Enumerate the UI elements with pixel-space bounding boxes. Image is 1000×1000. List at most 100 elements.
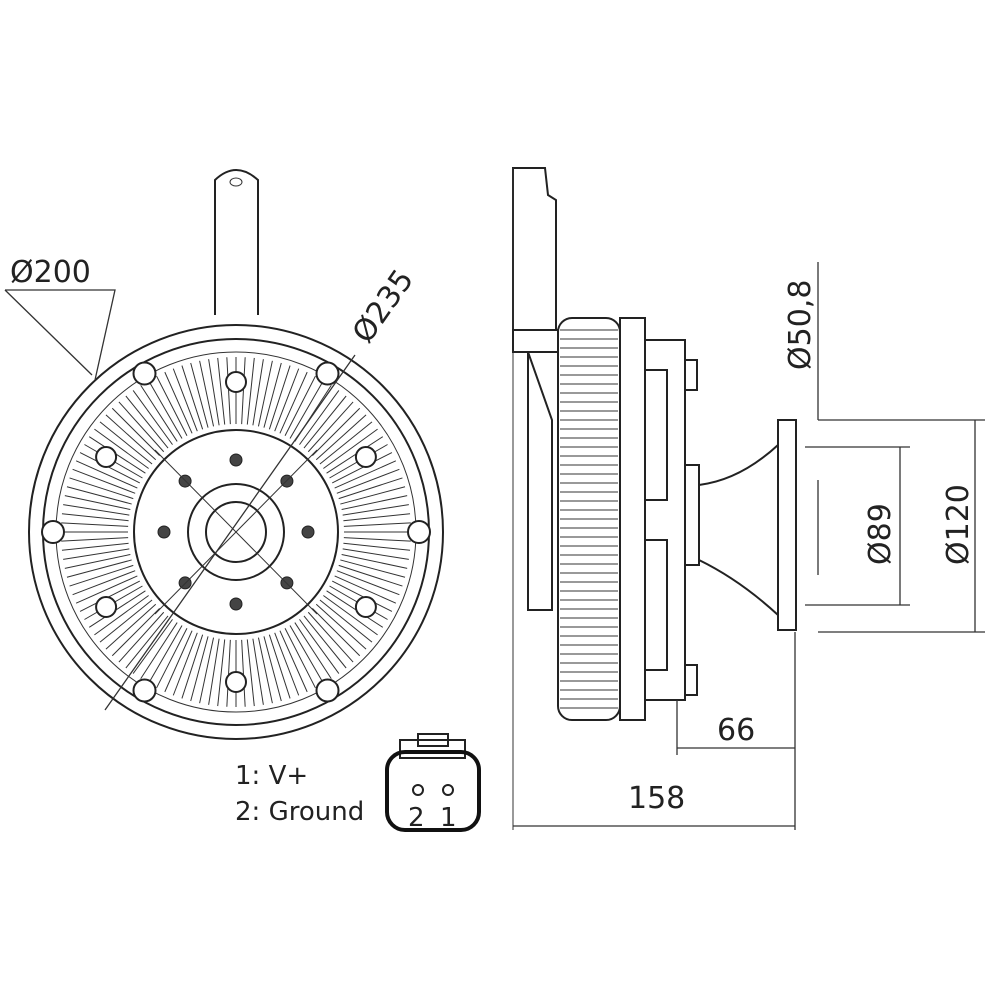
fin <box>257 637 273 704</box>
fin <box>190 362 209 428</box>
fin <box>263 636 282 702</box>
fin <box>63 548 130 560</box>
fin <box>208 638 220 705</box>
fin <box>125 615 169 669</box>
fin <box>252 638 264 705</box>
fin <box>66 559 132 578</box>
fin <box>118 611 165 663</box>
fin <box>332 580 393 612</box>
pin-2-label: 2: Ground <box>235 797 364 827</box>
fin <box>263 362 282 428</box>
fin <box>172 368 198 432</box>
fin <box>79 580 140 612</box>
fin <box>156 375 188 436</box>
balance-weight <box>132 678 157 703</box>
fin <box>289 625 324 684</box>
balance-weight <box>315 361 340 386</box>
fin <box>340 486 406 505</box>
fin <box>289 380 324 439</box>
fin <box>132 619 173 674</box>
balance-weight <box>407 520 431 544</box>
fin <box>319 421 373 465</box>
fin <box>181 365 204 430</box>
fin <box>279 371 308 434</box>
fin <box>75 575 138 604</box>
fin <box>342 548 409 560</box>
fin <box>341 495 408 511</box>
fin <box>332 452 393 484</box>
fin <box>338 477 403 500</box>
bolt <box>95 446 118 468</box>
fin <box>326 436 384 474</box>
fin <box>334 460 397 489</box>
fin <box>61 542 129 551</box>
fin <box>326 590 384 628</box>
dia-50-8-label: Ø50,8 <box>783 280 818 370</box>
fin <box>252 359 264 426</box>
bolt <box>354 596 377 618</box>
fin <box>312 608 361 657</box>
balance-weight <box>132 361 157 386</box>
dim-66-label: 66 <box>717 713 755 748</box>
fin <box>334 575 397 604</box>
fin <box>284 628 316 689</box>
balance-weight <box>41 520 65 544</box>
fin <box>61 522 129 527</box>
fin <box>140 622 178 680</box>
fin <box>156 628 188 689</box>
bolt <box>225 671 247 693</box>
fin <box>190 636 209 702</box>
bolts <box>41 361 431 703</box>
bolt-hole <box>301 525 315 539</box>
fin <box>140 384 178 442</box>
fin <box>172 632 198 696</box>
fin <box>132 390 173 445</box>
fin <box>268 634 291 699</box>
fin <box>274 368 300 432</box>
fin <box>299 390 340 445</box>
fin <box>341 553 408 569</box>
fin <box>217 639 226 707</box>
dia-89-label: Ø89 <box>863 503 898 565</box>
connector: 2 1 1: V+ 2: Ground <box>235 733 481 833</box>
hub <box>187 483 285 581</box>
fin <box>268 365 291 430</box>
fin <box>66 486 132 505</box>
fin <box>307 611 354 663</box>
fin <box>257 360 273 427</box>
fin <box>315 603 367 650</box>
fin <box>94 595 149 636</box>
fin <box>246 357 255 425</box>
fin <box>111 407 160 456</box>
fin <box>343 537 411 542</box>
fin <box>105 603 157 650</box>
dia-235-label: Ø235 <box>346 263 421 349</box>
fin <box>323 428 378 469</box>
fin <box>111 608 160 657</box>
flange-plate <box>619 317 646 721</box>
fin <box>164 371 193 434</box>
fin <box>148 625 183 684</box>
bolt <box>225 371 247 393</box>
pin-1: 1 <box>440 803 457 833</box>
fin <box>299 619 340 674</box>
fin <box>343 542 411 551</box>
mounting-flange <box>777 419 797 631</box>
fin <box>105 414 157 461</box>
fin <box>69 564 134 587</box>
dim-158-label: 158 <box>628 781 685 816</box>
balance-weight <box>315 678 340 703</box>
front-view: Ø200 Ø235 <box>4 169 444 740</box>
bolt <box>354 446 377 468</box>
side-view: Ø50,8 Ø89 Ø120 66 158 <box>512 167 985 830</box>
fin <box>226 639 231 707</box>
fin <box>69 477 134 500</box>
fin <box>323 595 378 636</box>
fin <box>199 637 215 704</box>
fin <box>63 504 130 516</box>
fin <box>208 359 220 426</box>
bolt-hole <box>229 453 243 467</box>
fin <box>61 537 129 542</box>
